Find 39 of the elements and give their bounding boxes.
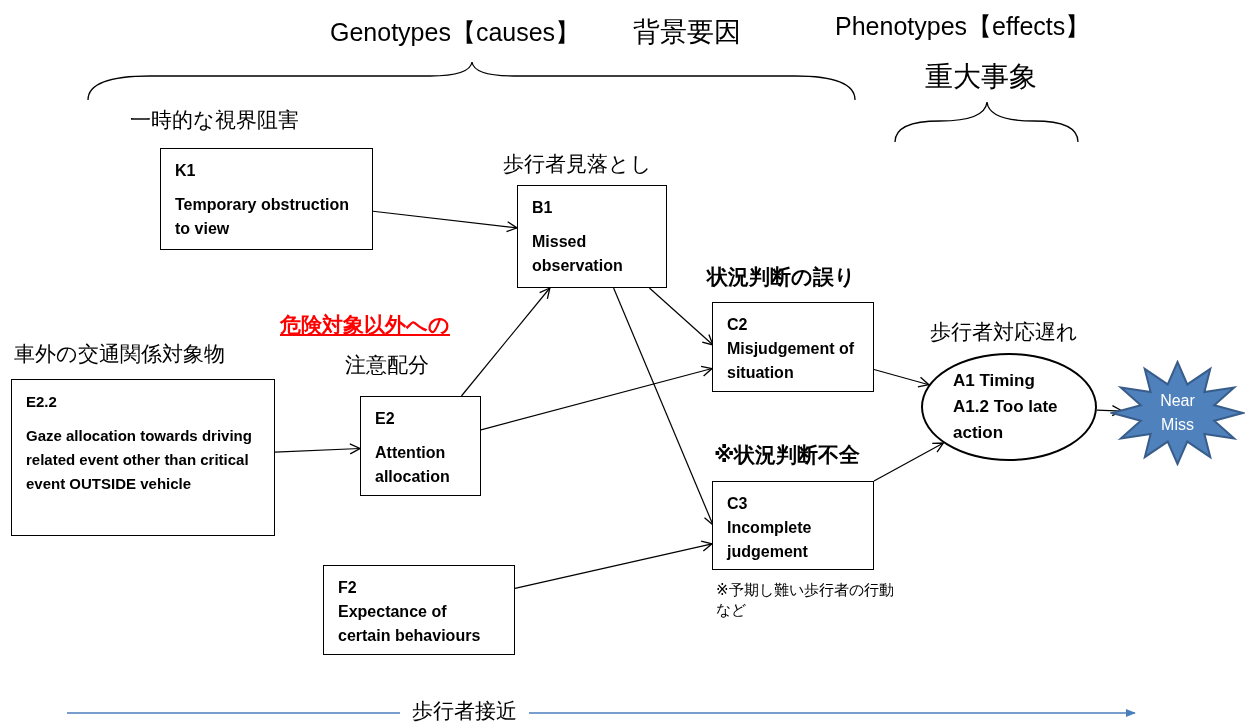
node-description: Temporary obstruction to view xyxy=(175,195,350,239)
node-heading: 状況判断の誤り xyxy=(707,264,856,291)
node-description: Expectance of certain behaviours xyxy=(338,602,482,646)
node-description: Missed observation xyxy=(532,232,624,276)
node-heading: 車外の交通関係対象物 xyxy=(14,341,225,368)
node-description: A1 Timing A1.2 Too late action xyxy=(953,370,1059,444)
arrow xyxy=(480,365,713,431)
arrow xyxy=(372,210,518,233)
node-heading: 注意配分 xyxy=(345,352,429,379)
node-code: C2 xyxy=(727,315,749,335)
node-label: Near Miss xyxy=(1159,391,1196,435)
node-description: Incomplete judgement xyxy=(727,518,813,562)
arrow xyxy=(274,443,361,455)
node-code: C3 xyxy=(727,494,749,514)
axis-label: 歩行者接近 xyxy=(400,697,529,725)
node-description: Attention allocation xyxy=(375,443,451,487)
node-heading: 歩行者見落とし xyxy=(503,151,652,178)
arrow xyxy=(873,368,930,388)
arrow xyxy=(648,287,714,346)
footnote-text: ※予期し難い歩行者の行動など xyxy=(716,580,895,620)
node-heading: 危険対象以外への xyxy=(280,312,450,339)
section-title: Phenotypes【effects】 xyxy=(835,11,1091,42)
arrow xyxy=(873,442,945,482)
section-title: 重大事象 xyxy=(925,60,1037,94)
node-heading: 歩行者対応遅れ xyxy=(930,319,1078,346)
node-heading: ※状況判断不全 xyxy=(714,442,861,469)
section-title: Genotypes【causes】 xyxy=(330,17,581,48)
node-heading: 一時的な視界阻害 xyxy=(130,107,299,134)
node-code: B1 xyxy=(532,198,554,218)
arrow xyxy=(514,540,713,589)
node-description: Misjudgement of situation xyxy=(727,339,856,383)
node-description: Gaze allocation towards driving related event other than critical event OUTSIDE vehicle xyxy=(26,426,253,494)
node-code: E2 xyxy=(375,409,396,429)
arrow xyxy=(460,287,551,397)
node-code: K1 xyxy=(175,161,197,181)
section-title: 背景要因 xyxy=(633,16,741,49)
node-code: E2.2 xyxy=(26,392,58,412)
arrow xyxy=(1096,405,1123,417)
node-code: F2 xyxy=(338,578,358,598)
